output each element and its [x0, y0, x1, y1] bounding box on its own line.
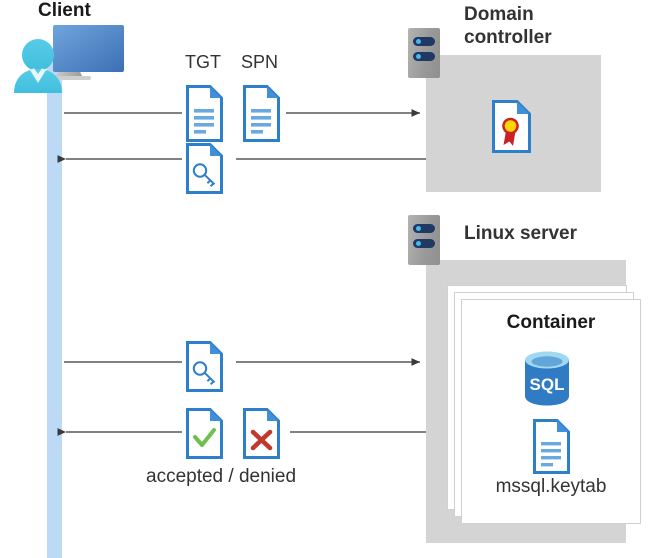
client-workstation-user-icon — [14, 25, 124, 93]
rack-bar-top — [413, 37, 435, 46]
document-lines-icon — [186, 85, 223, 142]
document-cross-icon — [243, 408, 280, 459]
document-check-icon — [186, 408, 223, 459]
document-lines-icon — [533, 419, 570, 474]
rack-led-icon — [416, 241, 421, 246]
rack-led-icon — [416, 54, 421, 59]
container-card-front — [461, 299, 641, 524]
container-title: Container — [506, 312, 596, 333]
linux-server-title: Linux server — [464, 223, 577, 244]
tgt-label: TGT — [185, 52, 221, 72]
server-rack-icon — [408, 215, 440, 265]
rack-led-icon — [416, 39, 421, 44]
rack-bar-bottom — [413, 239, 435, 248]
sql-database-icon: SQL — [525, 351, 569, 406]
client-title: Client — [38, 0, 91, 21]
rack-led-icon — [416, 226, 421, 231]
keytab-file-label: mssql.keytab — [495, 476, 607, 497]
rack-bar-top — [413, 224, 435, 233]
document-key-icon — [186, 341, 223, 392]
server-rack-icon — [408, 28, 440, 78]
certificate-document-icon — [492, 100, 531, 153]
spn-label: SPN — [241, 52, 279, 72]
document-lines-icon — [243, 85, 280, 142]
accepted-denied-caption: accepted / denied — [146, 466, 297, 487]
sql-icon-label: SQL — [530, 375, 565, 394]
document-key-icon — [186, 143, 223, 194]
domain-controller-title: Domain controller — [464, 4, 552, 48]
rack-bar-bottom — [413, 52, 435, 61]
